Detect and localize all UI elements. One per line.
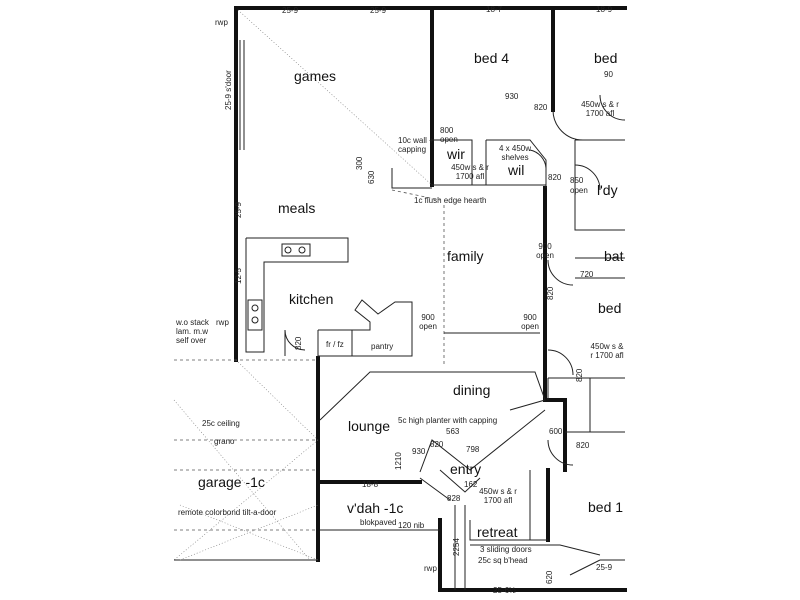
note-retreat-bhead: 25c sq b'head [478,556,528,565]
note-rwp-left: rwp [216,318,229,327]
note-hearth: 1c flush edge hearth [414,196,487,205]
inner-walls [391,139,625,590]
room-label-vdah: v'dah -1c [347,500,404,516]
dim-bed-top-90: 90 [604,70,613,79]
room-label-bed-right: bed [598,300,622,316]
note-vdah-paved: blokpaved [360,518,397,527]
dim-kitchen-900-open: 900 open [419,313,437,331]
room-label-entry: entry [450,461,482,477]
dim-top-4: 18-9 [596,5,613,14]
dim-bed4-930: 930 [505,92,519,101]
dim-162: 162 [464,480,478,489]
door-swings [284,94,626,466]
note-frfz: fr / fz [326,340,344,349]
outer-walls [234,6,627,592]
dim-left-12-5: 12-5 [234,267,243,284]
note-wo-stack: w.o stack lam. m.w self over [176,318,209,345]
dim-top-3: 18-7 [486,5,503,14]
room-label-bed1: bed 1 [588,499,624,515]
dim-left-25-9: 25-9 [234,201,243,218]
dim-820-low: 820 [576,441,590,450]
note-wir-sr: 450w s & r 1700 afl [451,163,489,181]
dim-25-6: 25-6½ [493,586,516,595]
room-label-bed-top-right: bed [594,50,618,66]
dim-kitchen-820: 820 [294,336,303,350]
room-label-meals: meals [278,200,316,216]
dim-bed-right-820: 820 [575,368,584,382]
room-label-lounge: lounge [348,418,391,434]
sliding-door [239,40,245,150]
dim-bed4-820: 820 [534,103,548,112]
dim-630: 630 [367,170,376,184]
room-label-bath: bat [604,248,624,264]
note-retreat-doors: 3 sliding doors [480,545,532,554]
ceiling-diagonals [173,9,433,561]
dim-top-2: 25-9 [370,6,387,15]
dim-300: 300 [355,156,364,170]
note-vdah-nib: 120 nib [398,521,425,530]
note-rwp-bottom: rwp [424,564,437,573]
room-label-garage: garage -1c [198,474,265,490]
dim-bath-720: 720 [580,270,594,279]
dim-top-1: 25-9 [282,6,299,15]
note-wall-capping: 10c wall + capping [398,136,434,154]
dim-dining-900-open: 900 open [521,313,539,331]
verandah-outline [320,529,601,556]
dim-ldy-open: open [570,186,588,195]
dim-620: 620 [545,570,554,584]
kitchen-bench [245,237,413,357]
room-label-retreat: retreat [477,524,518,540]
room-label-kitchen: kitchen [289,291,334,307]
dim-25-9b: 25-9 [596,563,613,572]
dim-ldy-820: 820 [546,286,555,300]
note-entry-sr: 450w s & r 1700 afl [479,487,517,505]
dim-798: 798 [466,445,480,454]
dim-828: 828 [447,494,461,503]
dim-ldy-850: 850 [570,176,584,185]
note-slider: 25-9 s'door [224,70,233,110]
dim-820-entry: 820 [430,440,444,449]
dim-1210: 1210 [394,452,403,470]
note-garage-grano: grano [214,437,235,446]
note-bed-top-sr: 450w s & r 1700 afl [581,100,619,118]
planter-outline [319,371,546,501]
room-label-wir: wir [447,146,465,162]
room-label-ldy: l'dy [597,182,618,198]
note-wir-open: 800 open [440,126,458,144]
note-planter: 5c high planter with capping [398,416,498,425]
dim-wil-820: 820 [548,173,562,182]
note-bed-right-sr: 450w s & r 1700 afl [590,342,624,360]
note-garage-ceiling: 25c ceiling [202,419,240,428]
dim-930: 930 [412,447,426,456]
room-label-wil: wil [508,162,525,178]
dim-600: 600 [549,427,563,436]
dim-family-900-open: 900 open [536,242,554,260]
room-label-family: family [447,248,484,264]
room-label-dining: dining [453,382,491,398]
dim-18-8: 18-8 [362,480,379,489]
room-label-games: games [294,68,337,84]
note-rwp-top: rwp [215,18,228,27]
dim-563: 563 [446,427,460,436]
note-wil-shelves: 4 x 450w shelves [498,144,532,162]
note-pantry: pantry [371,342,394,351]
dim-2254: 2254 [452,538,461,556]
room-label-bed4: bed 4 [474,50,510,66]
garage-outline [174,469,319,561]
note-garage-door: remote colorbond tilt-a-door [178,508,277,517]
hearth-lines [391,189,540,365]
